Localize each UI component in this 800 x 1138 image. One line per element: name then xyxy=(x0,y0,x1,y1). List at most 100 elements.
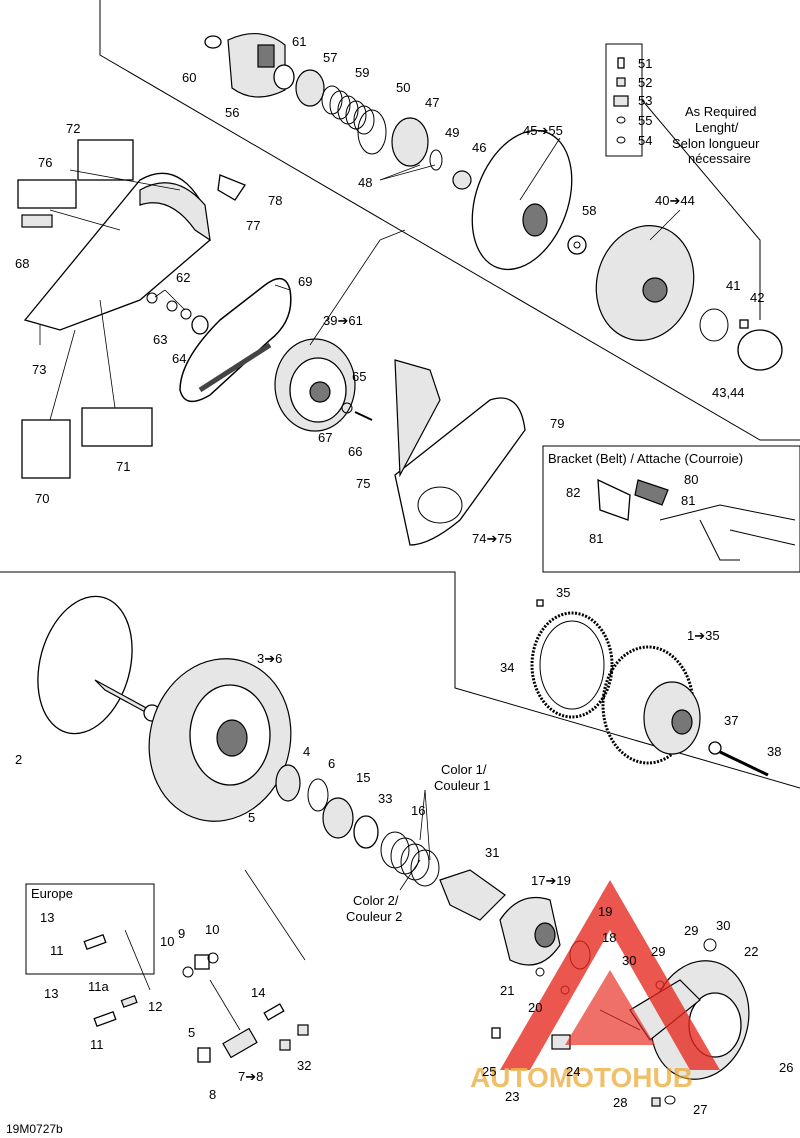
color2-line2: Couleur 2 xyxy=(346,909,402,924)
label-75: 75 xyxy=(356,476,370,491)
label-15: 15 xyxy=(356,770,370,785)
label-11a-pin: 11a xyxy=(88,979,109,994)
part-70-decal xyxy=(21,419,71,479)
label-81b: 81 xyxy=(589,531,603,546)
part-14-pin xyxy=(263,1003,285,1021)
label-41: 41 xyxy=(726,278,740,293)
part-1-drive-assembly xyxy=(536,599,769,777)
part-30-nut xyxy=(703,938,717,952)
part-32-nut xyxy=(297,1024,309,1036)
label-62: 62 xyxy=(176,270,190,285)
label-39-61: 39➔61 xyxy=(323,313,363,328)
part-21-washer xyxy=(535,967,545,977)
part-31-cover xyxy=(439,869,506,921)
part-2-fixed-sheave xyxy=(37,595,133,735)
label-65: 65 xyxy=(352,369,366,384)
label-64: 64 xyxy=(172,351,186,366)
label-3-6: 3➔6 xyxy=(257,651,282,666)
label-4: 4 xyxy=(303,744,310,759)
part-82-bracket xyxy=(597,478,631,521)
label-42: 42 xyxy=(750,290,764,305)
part-62-washer xyxy=(146,292,158,304)
label-8: 8 xyxy=(209,1087,216,1102)
part-7-lever xyxy=(222,1027,258,1059)
label-59: 59 xyxy=(355,65,369,80)
part-42-nut xyxy=(739,319,749,329)
part-64-washer xyxy=(191,315,209,335)
label-18: 18 xyxy=(602,930,616,945)
label-29b: 29 xyxy=(684,923,698,938)
label-20: 20 xyxy=(528,1000,542,1015)
part-37-washer xyxy=(708,741,722,755)
label-19: 19 xyxy=(598,904,612,919)
label-33: 33 xyxy=(378,791,392,806)
label-30b: 30 xyxy=(716,918,730,933)
part-16-spring xyxy=(380,831,440,887)
label-74-75: 74➔75 xyxy=(472,531,512,546)
part-56-cam xyxy=(227,33,286,98)
label-63: 63 xyxy=(153,332,167,347)
sheave-40-hub xyxy=(642,277,668,303)
label-47: 47 xyxy=(425,95,439,110)
label-26: 26 xyxy=(779,1060,793,1075)
label-21: 21 xyxy=(500,983,514,998)
part-38-bolt xyxy=(719,750,769,777)
part-45-sheave xyxy=(471,129,573,271)
label-35: 35 xyxy=(556,585,570,600)
bracket-belt-parts xyxy=(597,478,796,561)
part-65-washer xyxy=(341,402,353,414)
part-4-ring xyxy=(275,764,301,802)
part-46-bushing xyxy=(452,170,472,190)
part-17-spider xyxy=(499,896,561,966)
label-23: 23 xyxy=(505,1089,519,1104)
label-46: 46 xyxy=(472,140,486,155)
section-frames xyxy=(0,0,800,975)
part-6-snap-ring xyxy=(307,778,329,812)
as-required-line2: Lenght/ xyxy=(695,120,739,135)
part-75-panel xyxy=(394,359,441,478)
label-7-8: 7➔8 xyxy=(238,1069,263,1084)
part-33-sleeve xyxy=(353,815,379,849)
label-6: 6 xyxy=(328,756,335,771)
part-71-decal xyxy=(81,407,153,447)
label-5a: 5 xyxy=(248,810,255,825)
part-35-bolt xyxy=(536,599,544,607)
label-43-44: 43,44 xyxy=(712,385,745,400)
label-29a: 29 xyxy=(651,944,665,959)
label-67: 67 xyxy=(318,430,332,445)
label-68: 68 xyxy=(15,256,29,271)
label-32: 32 xyxy=(297,1058,311,1073)
label-12: 12 xyxy=(148,999,162,1014)
part-labels: 60 61 57 56 59 50 47 49 46 48 45➔55 51 5… xyxy=(6,34,793,1136)
label-27: 27 xyxy=(693,1102,707,1117)
label-53: 53 xyxy=(638,93,652,108)
part-73-belt-guard xyxy=(23,172,211,331)
label-60: 60 xyxy=(182,70,196,85)
label-48: 48 xyxy=(358,175,372,190)
label-37: 37 xyxy=(724,713,738,728)
bracket-title: Bracket (Belt) / Attache (Courroie) xyxy=(548,451,743,466)
driven-pulley-parts xyxy=(204,33,783,371)
part-72-decal xyxy=(77,139,134,181)
part-27-washer xyxy=(664,1095,676,1105)
label-54: 54 xyxy=(638,133,652,148)
label-81a: 81 xyxy=(681,493,695,508)
part-58-washer xyxy=(567,235,587,255)
label-79: 79 xyxy=(550,416,564,431)
part-68-fitting xyxy=(21,214,53,228)
label-2: 2 xyxy=(15,752,22,767)
label-13a: 13 xyxy=(40,910,54,925)
hardware-stack xyxy=(613,57,629,144)
part-9-bushing xyxy=(194,954,210,970)
drive-pulley-parts xyxy=(37,595,750,1107)
label-73: 73 xyxy=(32,362,46,377)
part-47-sleeve xyxy=(391,117,429,167)
label-1-35: 1➔35 xyxy=(687,628,720,643)
label-72: 72 xyxy=(66,121,80,136)
label-56: 56 xyxy=(225,105,239,120)
label-11a: 11 xyxy=(50,943,64,958)
label-10a: 10 xyxy=(160,934,174,949)
part-10-washer xyxy=(182,966,194,978)
label-78: 78 xyxy=(268,193,282,208)
label-61: 61 xyxy=(292,34,306,49)
